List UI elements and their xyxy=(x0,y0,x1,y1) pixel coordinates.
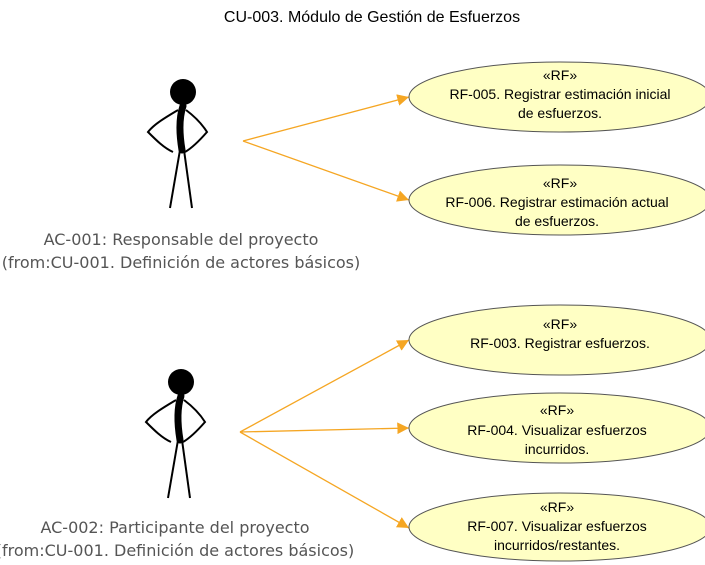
usecase-stereotype: «RF» xyxy=(540,499,574,515)
usecase-ellipse xyxy=(408,61,705,133)
actor-name: AC-002: Participante del proyecto xyxy=(40,518,309,537)
actor-figure-icon xyxy=(144,369,207,499)
actor-ac001[interactable]: AC-001: Responsable del proyecto (from:C… xyxy=(2,79,360,272)
actor-source: (from:CU-001. Definición de actores bási… xyxy=(2,253,360,272)
association-ac002-rf007[interactable] xyxy=(239,431,410,529)
association-ac002-rf004[interactable] xyxy=(239,422,410,435)
diagram-title: CU-003. Módulo de Gestión de Esfuerzos xyxy=(224,9,520,26)
usecase-ellipse xyxy=(408,304,705,376)
usecase-ellipse xyxy=(408,392,705,464)
association-ac001-rf005[interactable] xyxy=(242,94,410,142)
usecase-label-line2: de esfuerzos. xyxy=(515,213,599,229)
usecase-label-line1: RF-004. Visualizar esfuerzos xyxy=(467,422,646,438)
usecase-label-line2: incurridos/restantes. xyxy=(494,537,620,553)
usecase-label-line1: RF-005. Registrar estimación inicial xyxy=(450,86,671,102)
usecase-ellipse xyxy=(408,164,705,236)
actor-ac002[interactable]: AC-002: Participante del proyecto (from:… xyxy=(0,369,354,560)
usecase-label-line2: incurridos. xyxy=(525,441,590,457)
usecase-rf004[interactable]: «RF» RF-004. Visualizar esfuerzos incurr… xyxy=(408,392,705,464)
usecase-ellipse xyxy=(408,492,705,562)
usecase-rf006[interactable]: «RF» RF-006. Registrar estimación actual… xyxy=(408,164,705,236)
usecase-label-line1: RF-007. Visualizar esfuerzos xyxy=(467,518,646,534)
actor-source: (from:CU-001. Definición de actores bási… xyxy=(0,541,354,560)
association-ac002-rf003[interactable] xyxy=(239,339,410,433)
usecase-stereotype: «RF» xyxy=(543,67,577,83)
associations xyxy=(239,94,410,529)
actor-name: AC-001: Responsable del proyecto xyxy=(44,230,319,249)
usecase-stereotype: «RF» xyxy=(540,402,574,418)
usecase-rf005[interactable]: «RF» RF-005. Registrar estimación inicia… xyxy=(408,61,705,133)
usecase-rf003[interactable]: «RF» RF-003. Registrar esfuerzos. xyxy=(408,304,705,376)
usecase-label-line1: RF-006. Registrar estimación actual xyxy=(445,194,668,210)
actor-figure-icon xyxy=(146,79,209,209)
usecase-rf007[interactable]: «RF» RF-007. Visualizar esfuerzos incurr… xyxy=(408,492,705,562)
usecase-stereotype: «RF» xyxy=(543,175,577,191)
association-ac001-rf006[interactable] xyxy=(242,140,410,202)
usecase-label-line1: RF-003. Registrar esfuerzos. xyxy=(470,335,650,351)
usecase-label-line2: de esfuerzos. xyxy=(518,105,602,121)
usecase-stereotype: «RF» xyxy=(543,316,577,332)
